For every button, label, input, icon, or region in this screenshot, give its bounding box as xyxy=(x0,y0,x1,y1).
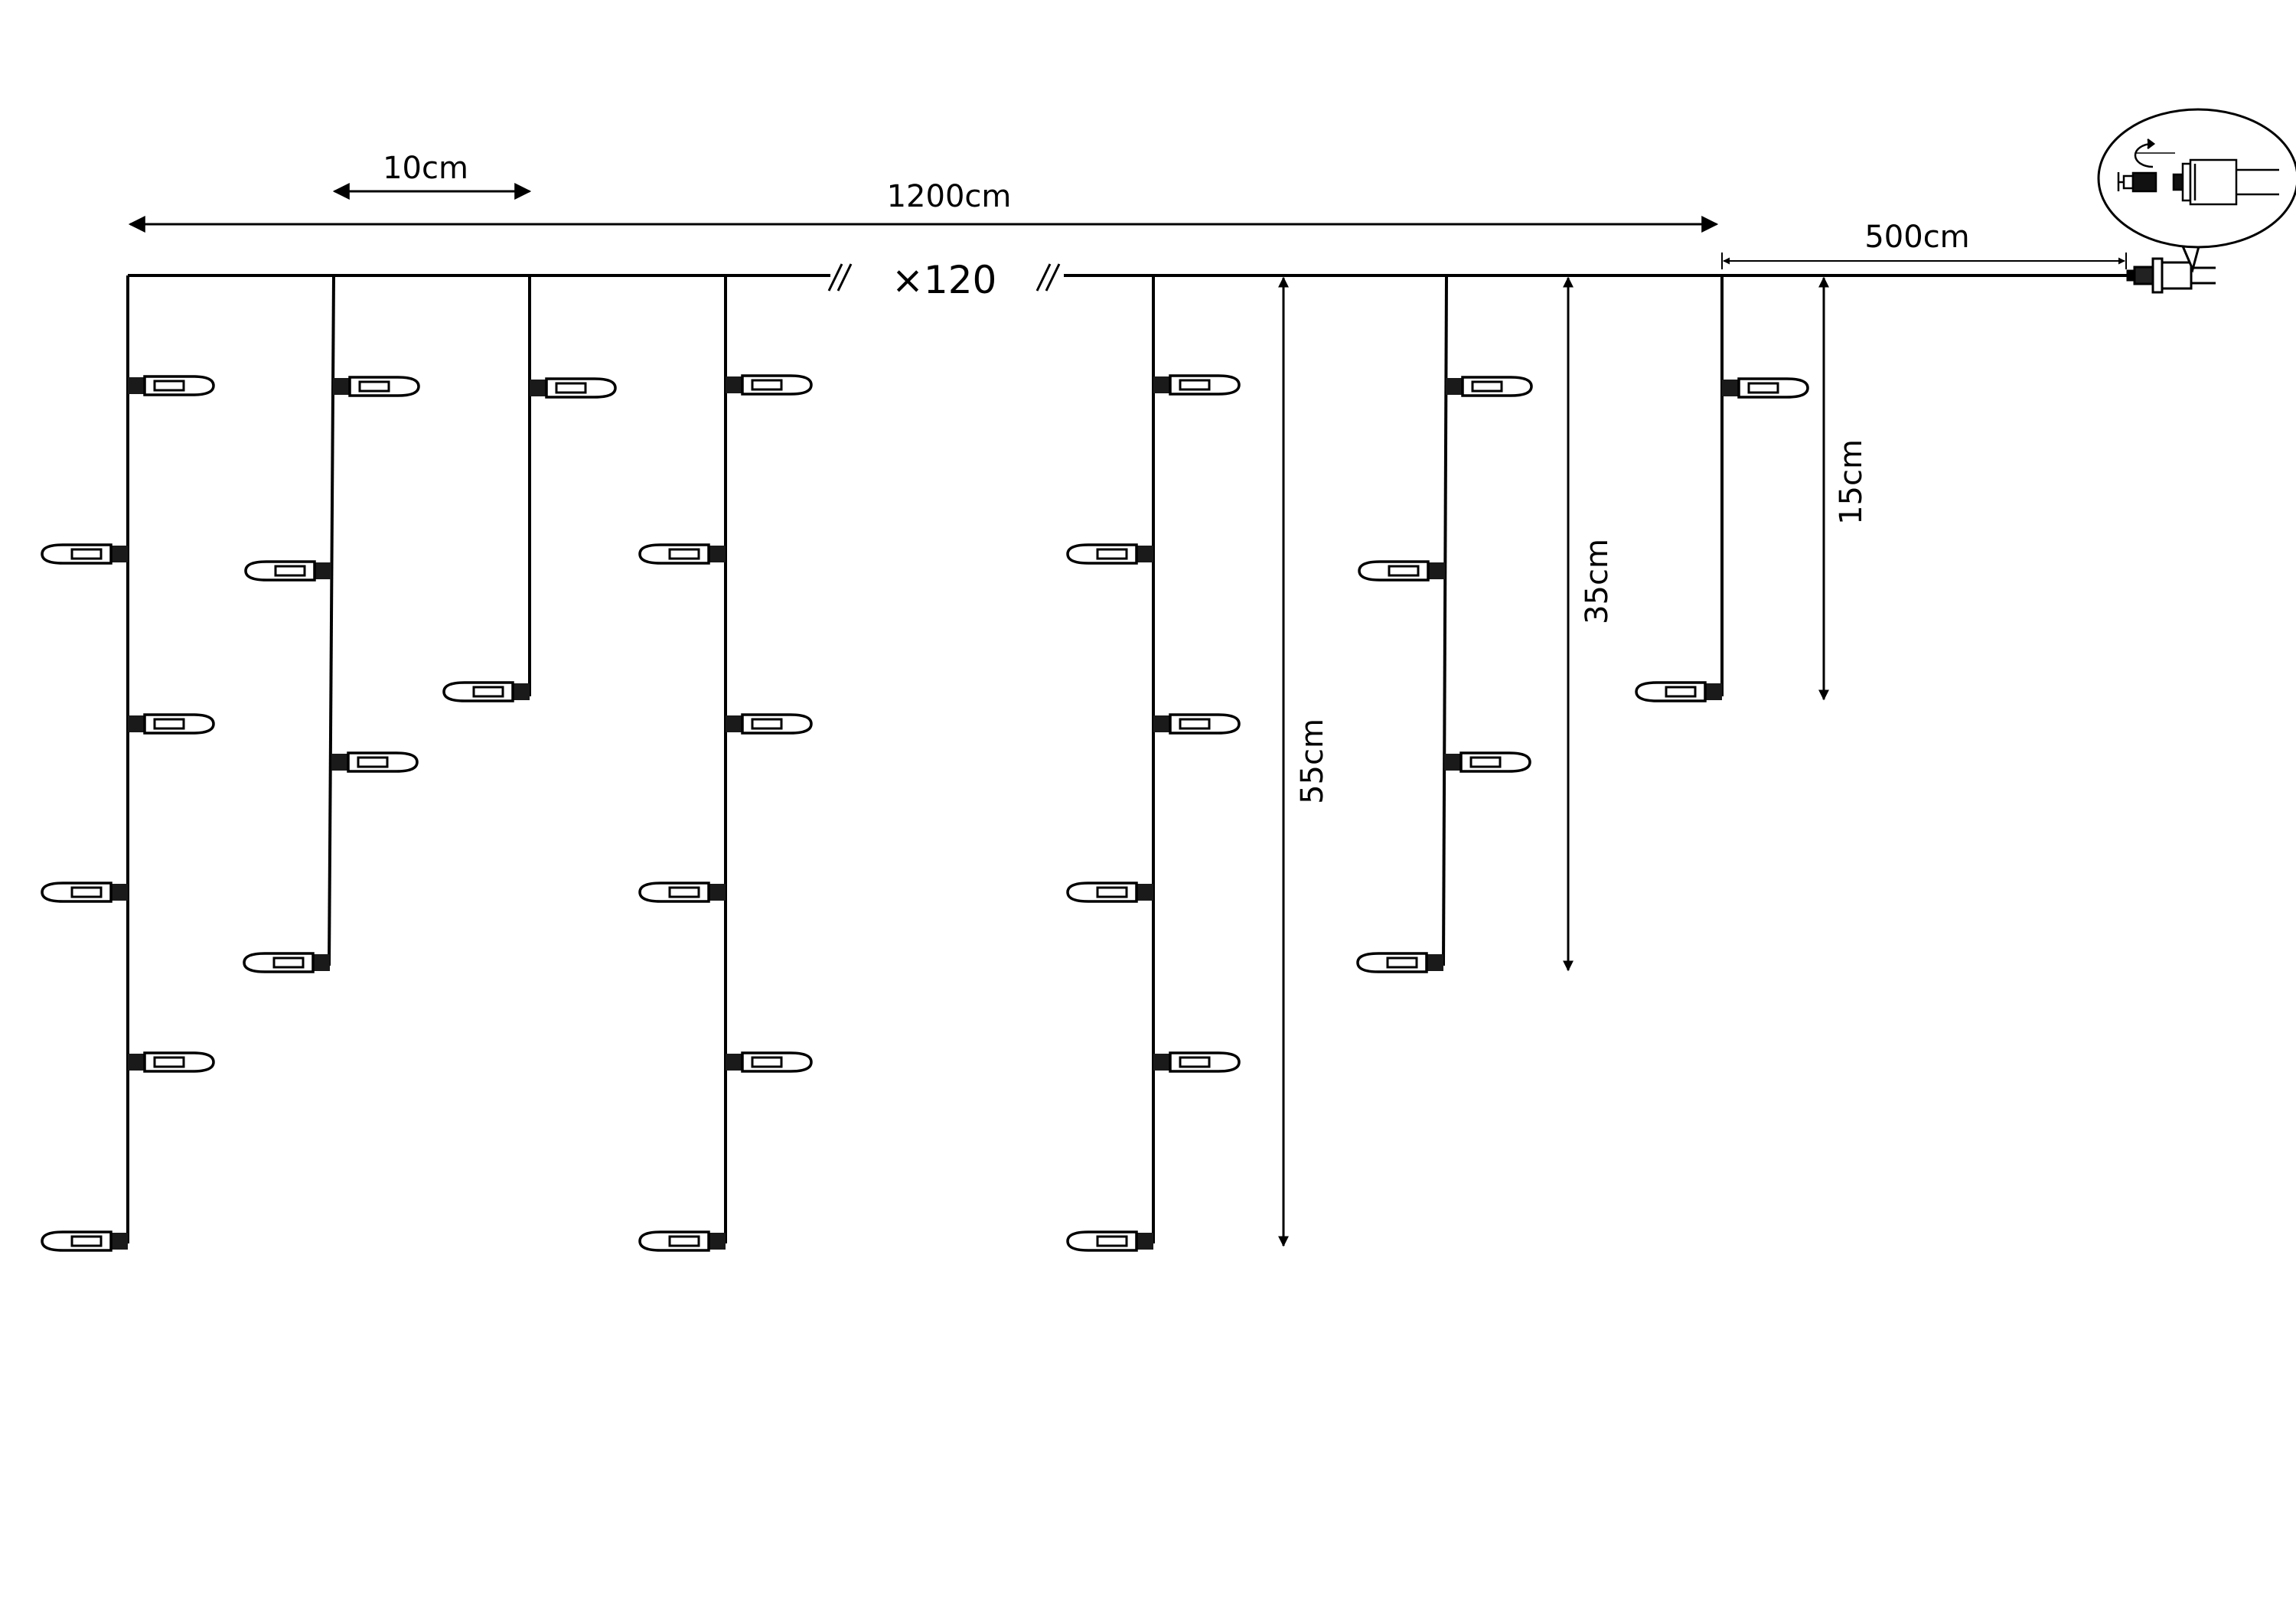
drop-mid-label: 35cm xyxy=(1580,539,1615,624)
led-bulbs xyxy=(41,374,1809,1252)
led-bulb-icon xyxy=(1066,882,1153,903)
led-bulb-icon xyxy=(530,377,617,399)
led-bulb-icon xyxy=(1635,681,1722,702)
drop-long-label: 55cm xyxy=(1295,719,1330,804)
drop-short-label: 15cm xyxy=(1834,439,1869,525)
break-mark-left xyxy=(827,263,853,292)
led-bulb-icon xyxy=(128,713,215,735)
led-bulb-icon xyxy=(1153,374,1241,396)
led-bulb-icon xyxy=(1356,952,1443,973)
power-plug-icon xyxy=(2126,257,2216,294)
connector-icon xyxy=(2117,171,2157,193)
led-bulb-icon xyxy=(1066,1230,1153,1252)
led-bulb-icon xyxy=(726,374,813,396)
total-width-label: 1200cm xyxy=(887,179,1012,214)
led-bulb-icon xyxy=(1153,1051,1241,1073)
plug-connector-icon xyxy=(2172,158,2279,206)
led-bulb-icon xyxy=(726,1051,813,1073)
led-bulb-icon xyxy=(638,1230,726,1252)
led-bulb-icon xyxy=(638,882,726,903)
led-bulb-icon xyxy=(726,713,813,735)
plug-detail-bubble xyxy=(2097,108,2296,273)
spacing-label: 10cm xyxy=(383,151,468,186)
led-bulb-icon xyxy=(638,543,726,565)
led-bulb-icon xyxy=(244,560,331,582)
led-bulb-icon xyxy=(442,681,530,702)
led-bulb-icon xyxy=(1358,560,1445,582)
led-bulb-icon xyxy=(128,375,215,396)
lead-cable-dimension xyxy=(1721,253,2127,269)
lead-cable-label: 500cm xyxy=(1864,220,1969,255)
led-bulb-icon xyxy=(41,1230,128,1252)
break-mark-right xyxy=(1035,263,1061,292)
led-bulb-icon xyxy=(331,751,419,773)
led-bulb-icon xyxy=(41,882,128,903)
led-bulb-icon xyxy=(41,543,128,565)
led-bulb-icon xyxy=(1153,713,1241,735)
multiplier-label: ×120 xyxy=(892,258,996,302)
led-bulb-icon xyxy=(1444,751,1531,773)
led-bulb-icon xyxy=(1722,377,1809,399)
led-bulb-icon xyxy=(1446,376,1533,397)
led-bulb-icon xyxy=(333,376,420,397)
rotate-arrow-icon xyxy=(2134,139,2175,168)
led-bulb-icon xyxy=(1066,543,1153,565)
led-bulb-icon xyxy=(243,952,330,973)
led-bulb-icon xyxy=(128,1051,215,1073)
